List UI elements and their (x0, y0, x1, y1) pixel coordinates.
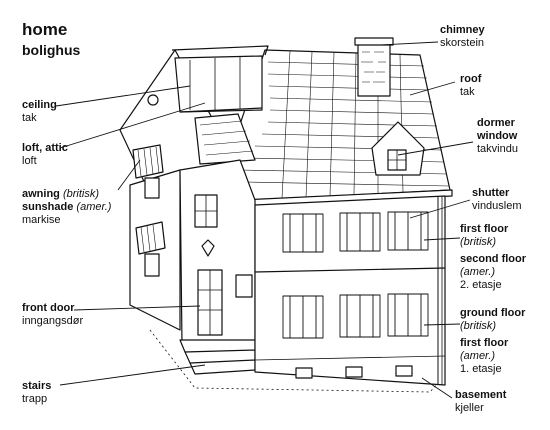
label-awning-note: (britisk) (62, 188, 100, 200)
label-chimney-no: skorstein (440, 37, 485, 49)
label-shutter: shutter vinduslem (472, 187, 522, 213)
label-stairs: stairs trapp (22, 380, 51, 406)
label-loft: loft, attic loft (22, 142, 68, 168)
label-second-floor-us: second floor (amer.) 2. etasje (460, 253, 526, 292)
label-front-door: front door inngangsdør (22, 302, 83, 328)
ground-line (149, 329, 446, 393)
label-roof-no: tak (460, 86, 475, 98)
label-ceiling-en: ceiling (22, 99, 57, 111)
label-ground-floor-uk-note: (britisk) (460, 320, 497, 332)
label-first-floor-us-no: 1. etasje (460, 363, 502, 375)
label-front-door-en: front door (22, 302, 75, 314)
label-ground-floor-uk: ground floor (britisk) (460, 307, 525, 333)
label-shutter-en: shutter (472, 187, 510, 199)
attic-cutaway (174, 55, 263, 113)
label-front-door-no: inngangsdør (22, 315, 84, 327)
lamp (201, 239, 215, 257)
label-roof: roof tak (460, 73, 481, 99)
label-ceiling: ceiling tak (22, 99, 57, 125)
label-shutter-no: vinduslem (472, 200, 522, 212)
label-loft-en: loft, attic (22, 142, 68, 154)
label-stairs-no: trapp (22, 393, 48, 405)
label-loft-no: loft (22, 155, 37, 167)
label-dormer-no: takvindu (477, 143, 518, 155)
title-english: home (22, 20, 68, 39)
label-awning-en: awning (22, 188, 60, 200)
label-basement: basement kjeller (455, 389, 506, 415)
label-awning: awning (britisk) sunshade (amer.) markis… (22, 188, 111, 227)
awning-lower (135, 221, 166, 255)
label-awning-no: markise (22, 214, 61, 226)
label-roof-en: roof (460, 73, 482, 85)
label-ceiling-no: tak (22, 112, 37, 124)
label-basement-no: kjeller (455, 402, 484, 414)
leader-lines (55, 41, 474, 399)
label-first-floor-us-note: (amer.) (460, 350, 496, 362)
label-first-floor-us-en: first floor (460, 337, 509, 349)
label-basement-en: basement (455, 389, 507, 401)
label-first-floor-uk-en: first floor (460, 223, 509, 235)
label-ground-floor-uk-en: ground floor (460, 307, 526, 319)
label-stairs-en: stairs (22, 380, 52, 392)
label-second-floor-us-en: second floor (460, 253, 527, 265)
title-norwegian: bolighus (22, 42, 81, 58)
label-second-floor-us-note: (amer.) (460, 266, 496, 278)
label-dormer-en: dormer (477, 117, 515, 129)
label-chimney-en: chimney (440, 24, 485, 36)
awning-upper (132, 144, 164, 179)
label-dormer: dormer window takvindu (477, 117, 518, 156)
label-sunshade-en: sunshade (22, 201, 74, 213)
label-first-floor-uk: first floor (britisk) (460, 223, 508, 249)
dormer (371, 121, 425, 176)
label-second-floor-us-no: 2. etasje (460, 279, 502, 291)
stairs-shape (179, 339, 256, 375)
label-first-floor-uk-note: (britisk) (460, 236, 497, 248)
label-sunshade-note: (amer.) (76, 201, 112, 213)
label-chimney: chimney skorstein (440, 24, 485, 50)
label-first-floor-us: first floor (amer.) 1. etasje (460, 337, 508, 376)
label-dormer-en2: window (477, 130, 518, 142)
chimney (357, 41, 391, 97)
